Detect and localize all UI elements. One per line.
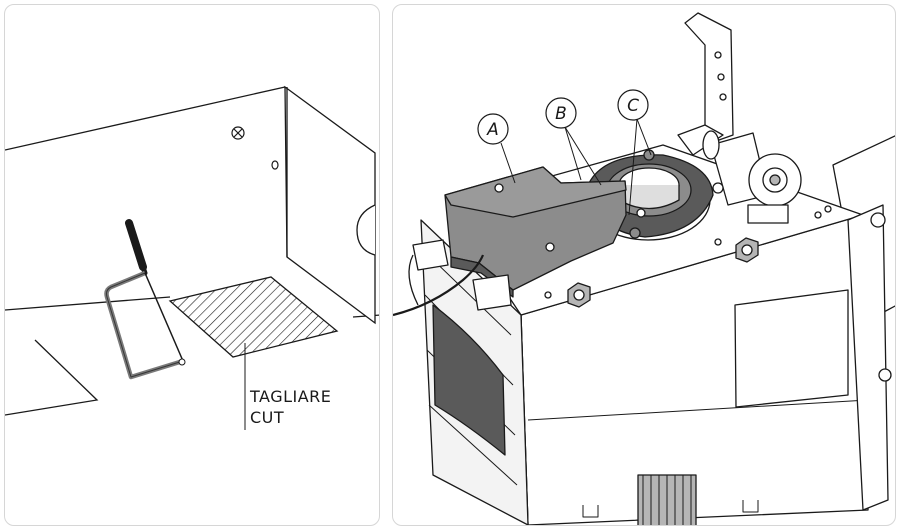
callout-b: B — [545, 97, 577, 129]
end-plate — [847, 204, 889, 511]
part-a-cover — [444, 166, 627, 298]
assembly-panel: A B C — [392, 4, 896, 526]
limit-switch — [702, 130, 802, 224]
cover-box — [284, 85, 376, 325]
label-plate — [734, 289, 849, 408]
hex-bolt-middle — [735, 237, 759, 263]
callout-b-letter: B — [555, 104, 567, 124]
callout-c: C — [617, 89, 649, 121]
cut-area-hatched — [168, 276, 339, 358]
callout-c-letter: C — [627, 96, 639, 116]
mounting-bracket — [684, 12, 734, 146]
cut-instruction-drawing: TAGLIARE CUT — [5, 85, 379, 430]
cable — [393, 254, 485, 317]
callout-a: A — [477, 113, 509, 145]
cover-hole — [271, 160, 279, 170]
side-grip — [432, 304, 506, 456]
cut-label-it: TAGLIARE — [249, 387, 331, 406]
cut-instruction-panel: TAGLIARE CUT — [4, 4, 380, 526]
floor-plane — [5, 86, 379, 416]
cover-screw-icon — [231, 126, 245, 140]
motor-assembly-drawing: A B C — [393, 12, 895, 525]
hacksaw-icon — [104, 219, 186, 380]
hex-bolt-left — [567, 282, 591, 308]
callout-a-letter: A — [486, 120, 499, 140]
bottom-spindle — [637, 474, 697, 525]
cut-label-en: CUT — [250, 408, 284, 427]
